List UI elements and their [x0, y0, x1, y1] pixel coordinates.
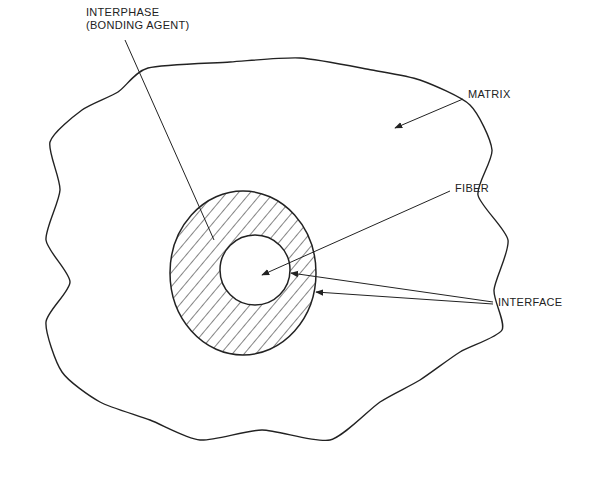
fiber-circle: [220, 235, 290, 305]
matrix-outline: [46, 58, 508, 441]
interphase-label: INTERPHASE (BONDING AGENT): [86, 6, 196, 32]
leader-line: [395, 99, 463, 128]
interface-label: INTERFACE: [498, 296, 588, 309]
leader-line: [262, 191, 450, 275]
leader-arrow: [316, 292, 493, 304]
fiber-label: FIBER: [455, 182, 525, 195]
matrix-label: MATRIX: [468, 88, 548, 101]
leader-line: [125, 40, 214, 240]
